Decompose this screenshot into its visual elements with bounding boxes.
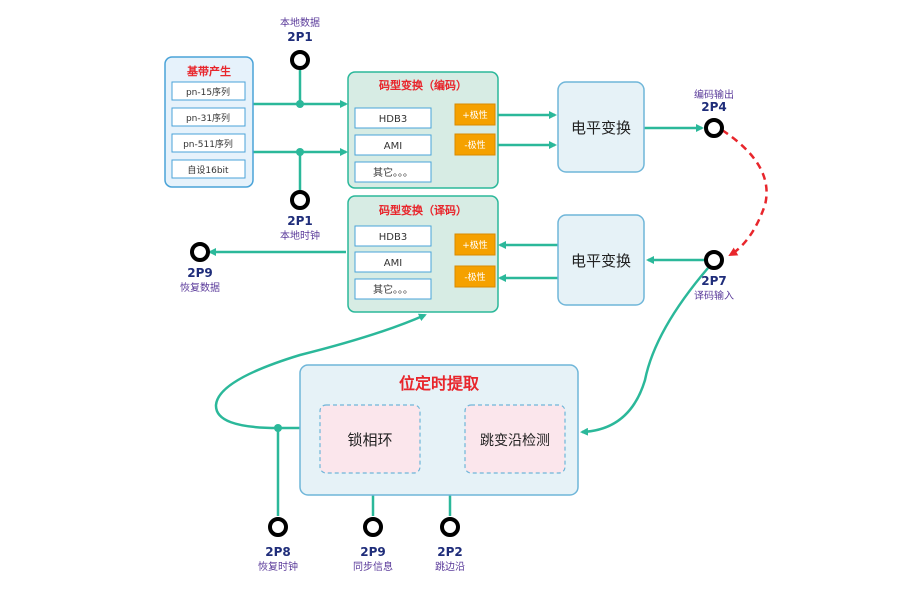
level-shift-bottom: 电平变换 bbox=[557, 214, 645, 306]
decoder-box: 码型变换（译码） HDB3 AMI 其它。。。 +极性 -极性 bbox=[347, 195, 499, 313]
test-point-2p8[interactable]: 2P8 恢复时钟 bbox=[258, 517, 298, 573]
baseband-item-label: pn-511序列 bbox=[183, 138, 233, 150]
junction-dot bbox=[296, 100, 304, 108]
test-point-2p7[interactable]: 2P7 译码输入 bbox=[694, 250, 734, 302]
encoder-item: HDB3 bbox=[354, 107, 432, 129]
test-point-id: 2P9 bbox=[187, 266, 213, 280]
test-point-2p9-sync[interactable]: 2P9 同步信息 bbox=[353, 517, 393, 573]
junction-dot bbox=[296, 148, 304, 156]
decoder-pos-polarity: +极性 bbox=[454, 233, 496, 256]
test-point-ring[interactable] bbox=[290, 190, 310, 210]
test-point-desc: 恢复数据 bbox=[180, 281, 220, 294]
pll-label: 锁相环 bbox=[347, 431, 392, 449]
decoder-pos-label: +极性 bbox=[462, 239, 488, 251]
decoder-item-label: HDB3 bbox=[379, 232, 407, 243]
test-point-id: 2P7 bbox=[701, 274, 727, 288]
test-point-desc: 恢复时钟 bbox=[258, 560, 298, 573]
baseband-box: 基带产生 pn-15序列 pn-31序列 pn-511序列 自设16bit bbox=[164, 56, 254, 188]
test-point-desc: 本地数据 bbox=[280, 16, 320, 29]
baseband-item-label: pn-31序列 bbox=[186, 112, 230, 124]
test-point-id: 2P9 bbox=[360, 545, 386, 559]
decoder-item-label: AMI bbox=[384, 258, 402, 269]
test-point-desc: 编码输出 bbox=[694, 88, 734, 101]
test-point-id: 2P8 bbox=[265, 545, 291, 559]
level-shift-top: 电平变换 bbox=[557, 81, 645, 173]
test-point-desc: 跳边沿 bbox=[435, 560, 465, 573]
wire-pll-to-decoder bbox=[214, 313, 427, 430]
test-point-desc: 译码输入 bbox=[694, 289, 734, 302]
decoder-neg-label: -极性 bbox=[464, 271, 485, 283]
baseband-item-label: pn-15序列 bbox=[186, 86, 230, 98]
test-point-2p4[interactable]: 编码输出 2P4 bbox=[694, 88, 734, 138]
test-point-2p1-clock[interactable]: 2P1 本地时钟 bbox=[280, 190, 320, 242]
encoder-neg-label: -极性 bbox=[464, 139, 485, 151]
test-point-ring[interactable] bbox=[190, 242, 210, 262]
encoder-item-label: AMI bbox=[384, 141, 402, 152]
encoder-pos-label: +极性 bbox=[462, 109, 488, 121]
test-point-id: 2P1 bbox=[287, 214, 313, 228]
encoder-item-label: HDB3 bbox=[379, 114, 407, 125]
edge-detect-label: 跳变沿检测 bbox=[480, 433, 550, 449]
wire-2p7-to-edge-detect bbox=[580, 267, 709, 436]
test-point-ring[interactable] bbox=[704, 118, 724, 138]
encoder-neg-polarity: -极性 bbox=[454, 133, 496, 156]
baseband-item: pn-15序列 bbox=[171, 81, 246, 101]
baseband-item: pn-31序列 bbox=[171, 107, 246, 127]
test-point-ring[interactable] bbox=[704, 250, 724, 270]
test-point-2p2[interactable]: 2P2 跳边沿 bbox=[435, 517, 465, 573]
test-point-id: 2P4 bbox=[701, 100, 727, 114]
encoder-box: 码型变换（编码） HDB3 AMI 其它。。。 +极性 -极性 bbox=[347, 71, 499, 189]
encoder-title: 码型变换（编码） bbox=[379, 78, 467, 92]
baseband-item-label: 自设16bit bbox=[187, 164, 229, 176]
test-point-desc: 本地时钟 bbox=[280, 229, 320, 242]
decoder-item-label: 其它。。。 bbox=[373, 283, 413, 296]
decoder-item: HDB3 bbox=[354, 225, 432, 247]
level-shift-bottom-label: 电平变换 bbox=[571, 252, 631, 270]
decoder-item: AMI bbox=[354, 251, 432, 273]
junction-dot bbox=[274, 424, 282, 432]
pll-block: 锁相环 bbox=[319, 404, 421, 474]
test-point-2p9-data[interactable]: 2P9 恢复数据 bbox=[180, 242, 220, 294]
decoder-item: 其它。。。 bbox=[354, 278, 432, 300]
encoder-pos-polarity: +极性 bbox=[454, 103, 496, 126]
test-point-desc: 同步信息 bbox=[353, 560, 393, 573]
edge-detect-block: 跳变沿检测 bbox=[464, 404, 566, 474]
level-shift-top-label: 电平变换 bbox=[571, 119, 631, 137]
test-point-ring[interactable] bbox=[440, 517, 460, 537]
test-point-ring[interactable] bbox=[268, 517, 288, 537]
test-point-id: 2P2 bbox=[437, 545, 463, 559]
baseband-item: 自设16bit bbox=[171, 159, 246, 179]
decoder-title: 码型变换（译码） bbox=[379, 203, 467, 217]
encoder-item-label: 其它。。。 bbox=[373, 166, 413, 179]
decoder-neg-polarity: -极性 bbox=[454, 265, 496, 288]
test-point-ring[interactable] bbox=[290, 50, 310, 70]
bit-timing-box: 位定时提取 锁相环 跳变沿检测 bbox=[299, 364, 579, 496]
bit-timing-title: 位定时提取 bbox=[399, 374, 479, 393]
test-point-id: 2P1 bbox=[287, 30, 313, 44]
test-point-2p1-data[interactable]: 本地数据 2P1 bbox=[280, 16, 320, 70]
test-point-ring[interactable] bbox=[363, 517, 383, 537]
encoder-item: AMI bbox=[354, 134, 432, 156]
baseband-item: pn-511序列 bbox=[171, 133, 246, 153]
baseband-title: 基带产生 bbox=[186, 64, 231, 78]
encoder-item: 其它。。。 bbox=[354, 161, 432, 183]
loopback-2p4-to-2p7 bbox=[721, 128, 768, 257]
